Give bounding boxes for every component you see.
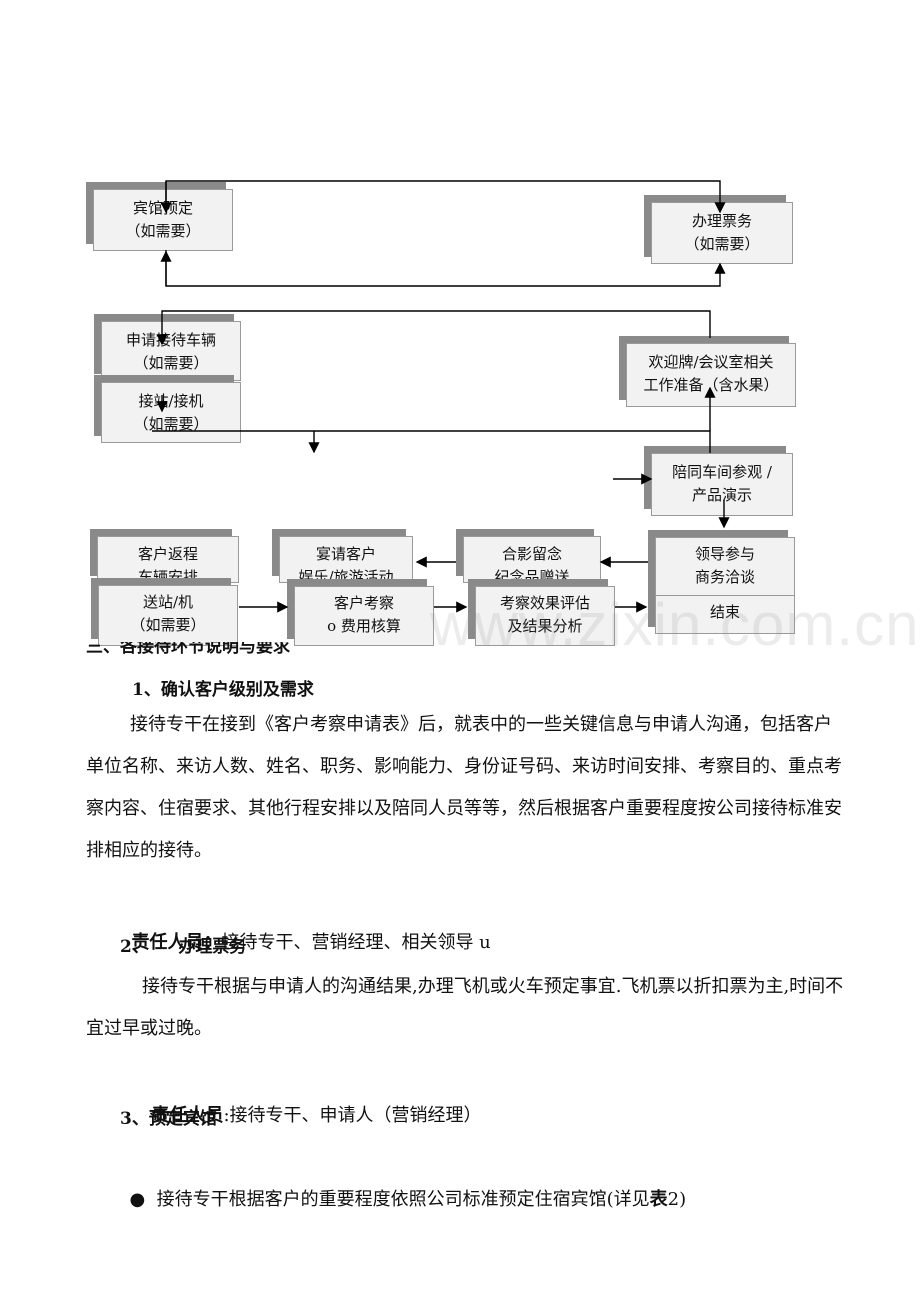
connector-line [165, 250, 726, 287]
box-line: 商务洽谈 [694, 568, 755, 586]
item-2-heading: 2、 办理票务 [120, 937, 247, 957]
bullet-text: 接待专干根据客户的重要程度依照公司标准预定住宿宾馆(详见 [156, 1189, 650, 1210]
flowchart-connectors [152, 180, 730, 613]
evaluation-box: 考察效果评估 及结果分析 [475, 586, 615, 646]
box-line: 工作准备（含水果） [643, 376, 779, 394]
box-line: 陪同车间参观 / [672, 463, 772, 481]
box-line: 车辆安排 [137, 568, 198, 583]
workshop-visit-box: 陪同车间参观 / 产品演示 [651, 453, 793, 516]
leadership-meeting-box: 领导参与 商务洽谈 结束 [655, 537, 795, 634]
box-line: （如需要） [133, 415, 209, 433]
item-1-heading: 1、确认客户级别及需求 [132, 680, 314, 700]
box-line: 及结果分析 [507, 617, 583, 635]
responsible-label: 责任人员 [151, 1105, 224, 1126]
request-vehicle-box: 申请接待车辆 （如需要） [101, 321, 241, 381]
pickup-box: 接站/接机 （如需要） [101, 382, 241, 443]
box-line: o 费用核算 [327, 617, 401, 635]
item-1-responsible: 责任人员：接待专干、营销经理、相关领导 u [120, 880, 491, 964]
bullet-end: 2) [667, 1189, 687, 1210]
box-line: （如需要） [684, 235, 760, 253]
box-line: 纪念品赠送 [494, 568, 570, 583]
box-line: 欢迎牌/会议室相关 [648, 353, 774, 371]
box-line: 申请接待车辆 [125, 331, 216, 349]
section-heading: 三、各接待环节说明与要求 [86, 637, 290, 657]
see-off-box: 送站/机 （如需要） [98, 585, 238, 646]
end-label: 结束 [709, 603, 740, 621]
box-divider: 结束 [656, 595, 794, 624]
item-3-bullet: ● 接待专干根据客户的重要程度依照公司标准预定住宿宾馆(详见表2) [118, 1137, 686, 1221]
box-line: 办理票务 [691, 212, 752, 230]
item-2-body: 接待专干根据与申请人的沟通结果,办理飞机或火车预定事宜.飞机票以折扣票为主,时间… [86, 976, 844, 1039]
client-return-box: 客户返程 车辆安排 [97, 536, 239, 583]
item-2-responsible: 责任人员:接待专干、申请人（营销经理） [140, 1053, 482, 1137]
watermark: www.zixin.com.cn [430, 591, 920, 658]
bullet-icon: ● [129, 1189, 146, 1210]
box-line: 宴请客户 [315, 545, 376, 563]
responsible-value: :接待专干、申请人（营销经理） [223, 1105, 482, 1126]
banquet-box: 宴请客户 娱乐/旅游活动 [279, 536, 413, 583]
box-line: 客户考察 [333, 594, 394, 612]
box-line: 合影留念 [501, 545, 562, 563]
box-line: 考察效果评估 [499, 594, 590, 612]
connector-line [156, 310, 711, 346]
box-line: 送站/机 [142, 593, 194, 611]
group-photo-box: 合影留念 纪念品赠送 [463, 536, 601, 583]
cost-accounting-box: 客户考察 o 费用核算 [294, 586, 434, 646]
box-line: （如需要） [125, 222, 201, 240]
connector-line [165, 180, 726, 214]
box-line: 领导参与 [694, 545, 755, 563]
responsible-value: 接待专干、营销经理、相关领导 u [221, 932, 491, 953]
box-line: （如需要） [130, 616, 206, 634]
bullet-bold: 表 [649, 1189, 668, 1210]
box-line: 客户返程 [137, 545, 198, 563]
box-line: （如需要） [133, 354, 209, 372]
item-3-heading: 3、预定宾馆 [120, 1109, 217, 1129]
box-line: 产品演示 [691, 486, 752, 504]
item-1-body: 接待专干在接到《客户考察申请表》后，就表中的一些关键信息与申请人沟通，包括客户单… [86, 714, 842, 861]
box-line: 娱乐/旅游活动 [298, 568, 394, 583]
box-line: 接站/接机 [138, 392, 204, 410]
connector-line [152, 386, 716, 432]
responsible-label: 责任人员： [131, 932, 222, 953]
